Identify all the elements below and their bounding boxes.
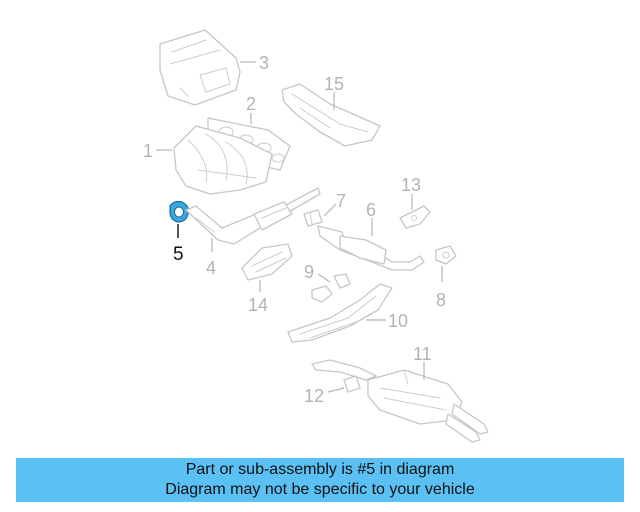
part-7-clamp[interactable] bbox=[303, 209, 323, 227]
callout-11[interactable]: 11 bbox=[413, 344, 432, 364]
callout-3[interactable]: 3 bbox=[259, 53, 269, 73]
part-8-hanger[interactable] bbox=[435, 245, 457, 265]
leader-9 bbox=[317, 273, 331, 283]
part-5-flange-gasket[interactable] bbox=[169, 200, 189, 223]
callout-10[interactable]: 10 bbox=[388, 311, 408, 331]
leader-12 bbox=[327, 387, 345, 393]
callout-6[interactable]: 6 bbox=[366, 200, 376, 220]
callout-15[interactable]: 15 bbox=[324, 74, 344, 94]
part-11-muffler[interactable] bbox=[311, 359, 489, 443]
part-3-heat-shield[interactable] bbox=[159, 29, 241, 106]
callout-2[interactable]: 2 bbox=[246, 94, 256, 114]
callout-12[interactable]: 12 bbox=[304, 386, 324, 406]
callout-9[interactable]: 9 bbox=[304, 262, 314, 282]
part-14-heat-shield[interactable] bbox=[241, 243, 293, 281]
part-15-heat-shield[interactable] bbox=[281, 83, 381, 147]
part-13-bracket[interactable] bbox=[399, 205, 431, 229]
part-4-front-pipe-catalytic-converter[interactable] bbox=[185, 187, 321, 245]
info-banner: Part or sub-assembly is #5 in diagram Di… bbox=[16, 458, 624, 502]
banner-line-2: Diagram may not be specific to your vehi… bbox=[165, 481, 475, 498]
part-1-exhaust-manifold[interactable] bbox=[173, 125, 273, 195]
callout-8[interactable]: 8 bbox=[436, 290, 446, 310]
part-12-clamp[interactable] bbox=[343, 375, 361, 393]
callout-14[interactable]: 14 bbox=[248, 295, 268, 315]
callout-7[interactable]: 7 bbox=[336, 191, 346, 211]
callout-1[interactable]: 1 bbox=[143, 141, 153, 161]
banner-line-1: Part or sub-assembly is #5 in diagram bbox=[185, 461, 455, 478]
callout-4[interactable]: 4 bbox=[206, 258, 216, 278]
callout-5[interactable]: 5 bbox=[173, 244, 184, 265]
part-9-bolt[interactable] bbox=[311, 273, 351, 303]
callout-13[interactable]: 13 bbox=[401, 175, 421, 195]
part-6-resonator-pipe[interactable] bbox=[317, 225, 425, 271]
leader-7 bbox=[323, 203, 337, 217]
part-10-heat-shield[interactable] bbox=[287, 283, 393, 343]
